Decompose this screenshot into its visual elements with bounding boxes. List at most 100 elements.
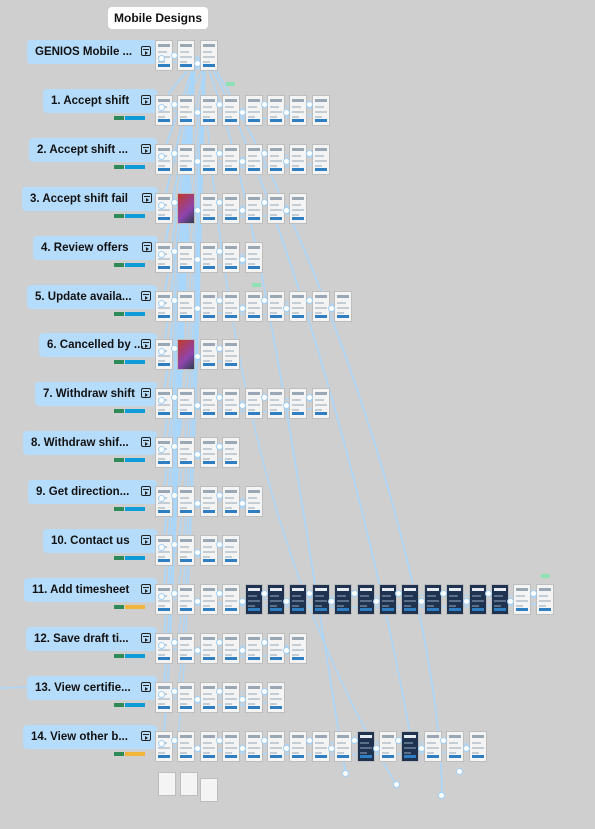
screen-thumbnail[interactable] [155,486,173,517]
connection-node[interactable] [238,158,246,165]
prototype-flow-icon[interactable] [142,242,152,252]
screen-thumbnail[interactable] [289,584,308,615]
flow-label[interactable]: 1. Accept shift [43,89,157,113]
screen-thumbnail[interactable] [311,144,330,175]
screen-thumbnail[interactable] [199,95,218,126]
prototype-flow-icon[interactable] [141,633,151,643]
screen-thumbnail[interactable] [222,584,241,615]
screen-thumbnail[interactable] [177,486,196,517]
connection-node[interactable] [171,394,179,401]
flow-start-node[interactable] [158,348,165,355]
screen-thumbnail[interactable] [222,535,241,566]
screen-thumbnail[interactable] [289,633,308,664]
prototype-flow-icon[interactable] [141,731,151,741]
screen-thumbnail[interactable] [199,731,218,762]
screen-thumbnail[interactable] [267,388,285,419]
connection-node[interactable] [193,158,201,165]
screen-thumbnail[interactable] [199,388,218,419]
connection-node[interactable] [193,402,201,409]
flow-label[interactable]: 5. Update availa... [27,285,157,309]
screen-thumbnail[interactable] [423,584,442,615]
connection-node[interactable] [171,297,179,304]
screen-thumbnail[interactable] [199,144,218,175]
connection-node[interactable] [350,737,358,744]
screen-thumbnail[interactable] [334,291,353,322]
connection-node[interactable] [328,305,336,312]
flow-label[interactable]: 4. Review offers [33,236,158,260]
screen-thumbnail[interactable] [222,682,241,713]
prototype-flow-icon[interactable] [141,95,151,105]
screen-thumbnail[interactable] [199,535,218,566]
screen-thumbnail[interactable] [199,682,218,713]
connection-node[interactable] [305,737,313,744]
connection-node[interactable] [350,590,358,597]
connection-node[interactable] [193,109,201,116]
connection-node[interactable] [216,737,224,744]
screen-thumbnail[interactable] [177,633,196,664]
screen-thumbnail[interactable] [244,584,263,615]
screen-thumbnail[interactable] [177,535,196,566]
screen-thumbnail[interactable] [199,437,218,468]
connection-node[interactable] [216,199,224,206]
connection-node[interactable] [216,101,224,108]
screen-thumbnail[interactable] [267,682,285,713]
prototype-flow-icon[interactable] [141,291,151,301]
connection-node[interactable] [193,696,201,703]
connection-node[interactable] [283,158,291,165]
screen-thumbnail[interactable] [468,731,487,762]
screen-thumbnail[interactable] [356,731,375,762]
flow-start-node[interactable] [158,397,165,404]
prototype-flow-icon[interactable] [141,584,151,594]
section-title[interactable]: Mobile Designs [108,7,209,29]
flow-start-node[interactable] [158,691,165,698]
screen-thumbnail[interactable] [244,633,263,664]
connection-node[interactable] [193,451,201,458]
screen-thumbnail[interactable] [158,772,176,796]
screen-thumbnail[interactable] [155,95,173,126]
screen-thumbnail[interactable] [267,633,285,664]
connection-node[interactable] [261,199,268,206]
flow-start-node[interactable] [158,544,165,551]
connection-node[interactable] [283,647,291,654]
screen-thumbnail[interactable] [199,291,218,322]
screen-thumbnail[interactable] [155,535,173,566]
connection-node[interactable] [238,256,246,263]
connection-node[interactable] [440,737,448,744]
connection-node[interactable] [305,394,313,401]
screen-thumbnail[interactable] [222,242,241,273]
connection-node[interactable] [395,590,403,597]
connection-node[interactable] [393,781,400,788]
flow-start-node[interactable] [158,446,165,453]
flow-label[interactable]: 13. View certifie... [27,676,157,700]
screen-thumbnail[interactable] [334,584,353,615]
screen-thumbnail[interactable] [222,193,241,224]
connection-node[interactable] [417,598,425,605]
screen-thumbnail[interactable] [334,731,353,762]
flow-start-node[interactable] [158,642,165,649]
screen-thumbnail[interactable] [244,486,263,517]
flow-label[interactable]: 2. Accept shift ... [29,138,157,162]
screen-thumbnail[interactable] [222,486,241,517]
flow-label[interactable]: 14. View other b... [23,725,157,749]
connection-node[interactable] [283,402,291,409]
screen-thumbnail[interactable] [289,95,308,126]
screen-thumbnail[interactable] [155,633,173,664]
screen-thumbnail[interactable] [311,95,330,126]
connection-node[interactable] [305,150,313,157]
connection-node[interactable] [171,590,179,597]
screen-thumbnail[interactable] [446,584,465,615]
connection-node[interactable] [261,737,268,744]
screen-thumbnail[interactable] [244,193,263,224]
screen-thumbnail[interactable] [177,95,196,126]
screen-thumbnail[interactable] [155,388,173,419]
connection-node[interactable] [216,394,224,401]
screen-thumbnail[interactable] [379,731,397,762]
flow-label[interactable]: 8. Withdraw shif... [23,431,157,455]
connection-node[interactable] [193,549,201,556]
prototype-flow-icon[interactable] [141,388,151,398]
connection-node[interactable] [261,101,268,108]
screen-thumbnail[interactable] [289,144,308,175]
connection-node[interactable] [193,256,201,263]
screen-thumbnail[interactable] [267,95,285,126]
